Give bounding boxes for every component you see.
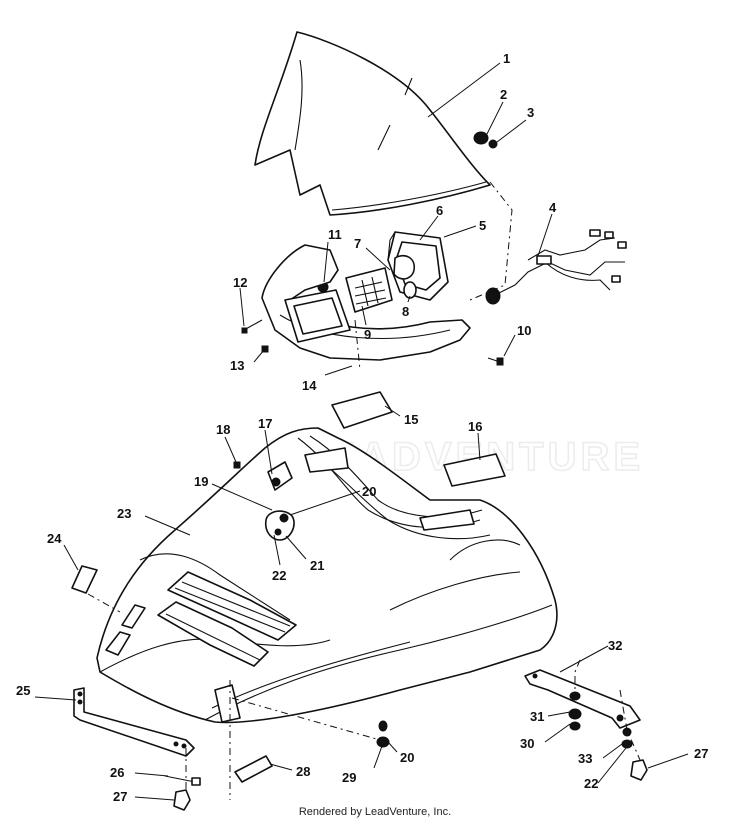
headlight-lens xyxy=(345,267,393,313)
callout-9: 9 xyxy=(364,327,371,342)
callout-1: 1 xyxy=(503,51,510,66)
callout-30: 30 xyxy=(520,736,534,751)
callout-19: 19 xyxy=(194,474,208,489)
callout-23: 23 xyxy=(117,506,131,521)
callout-15: 15 xyxy=(404,412,418,427)
callout-14: 14 xyxy=(302,378,317,393)
latch-pin xyxy=(233,461,241,469)
decal-side xyxy=(443,453,506,487)
side-reflector xyxy=(71,565,98,594)
hood-clip-right xyxy=(630,759,648,781)
callout-18: 18 xyxy=(216,422,230,437)
windshield-screw xyxy=(488,139,498,149)
windshield-grommet xyxy=(473,131,489,145)
headlight-bezel xyxy=(261,244,471,361)
callout-12: 12 xyxy=(233,275,247,290)
bezel-clip xyxy=(261,345,269,353)
rear-hood-bracket xyxy=(524,669,641,729)
callout-20b: 20 xyxy=(400,750,414,765)
callout-28: 28 xyxy=(296,764,310,779)
front-bumper-bracket xyxy=(73,687,195,757)
callout-27: 27 xyxy=(113,789,127,804)
callout-13: 13 xyxy=(230,358,244,373)
callout-20: 20 xyxy=(362,484,376,499)
grommet-front xyxy=(376,720,390,748)
callout-4: 4 xyxy=(549,200,557,215)
callout-7: 7 xyxy=(354,236,361,251)
callout-21: 21 xyxy=(310,558,324,573)
callout-29: 29 xyxy=(342,770,356,785)
callout-32: 32 xyxy=(608,638,622,653)
callout-5: 5 xyxy=(479,218,486,233)
callout-labels: 1 2 3 4 5 6 7 8 9 10 11 12 13 14 15 16 1… xyxy=(16,51,708,804)
hood-latch-knob xyxy=(264,510,295,541)
hood-vent-upper xyxy=(167,571,297,641)
hood-vent-lower xyxy=(157,601,269,667)
callout-17: 17 xyxy=(258,416,272,431)
hood-clip-left xyxy=(173,789,191,811)
leader-lines xyxy=(34,62,689,801)
decal-center xyxy=(331,391,393,429)
callout-26: 26 xyxy=(110,765,124,780)
callout-3: 3 xyxy=(527,105,534,120)
front-decal xyxy=(234,755,273,783)
footer-credit: Rendered by LeadVenture, Inc. xyxy=(298,806,452,818)
assembly-lines xyxy=(87,181,641,800)
callout-8: 8 xyxy=(402,304,409,319)
callout-22: 22 xyxy=(272,568,286,583)
hood-stripe-front xyxy=(214,684,241,723)
headlight-bulb xyxy=(393,254,417,299)
callout-25: 25 xyxy=(16,683,30,698)
callout-31: 31 xyxy=(530,709,544,724)
callout-33: 33 xyxy=(578,751,592,766)
callout-22b: 22 xyxy=(584,776,598,791)
hood-latch-bracket xyxy=(267,461,293,491)
bumper-bolt xyxy=(164,775,201,786)
callout-27b: 27 xyxy=(694,746,708,761)
callout-10: 10 xyxy=(517,323,531,338)
bracket-washer xyxy=(621,727,633,749)
callout-11: 11 xyxy=(328,227,342,242)
callout-6: 6 xyxy=(436,203,443,218)
bezel-screw-right xyxy=(487,357,504,366)
hood-stripe-left xyxy=(105,604,146,656)
callout-24: 24 xyxy=(47,531,62,546)
callout-16: 16 xyxy=(468,419,482,434)
hood-stripe-upper xyxy=(304,447,475,531)
wiring-harness xyxy=(485,229,627,305)
bezel-screw-left xyxy=(241,319,263,334)
windshield xyxy=(254,31,491,216)
callout-2: 2 xyxy=(500,87,507,102)
